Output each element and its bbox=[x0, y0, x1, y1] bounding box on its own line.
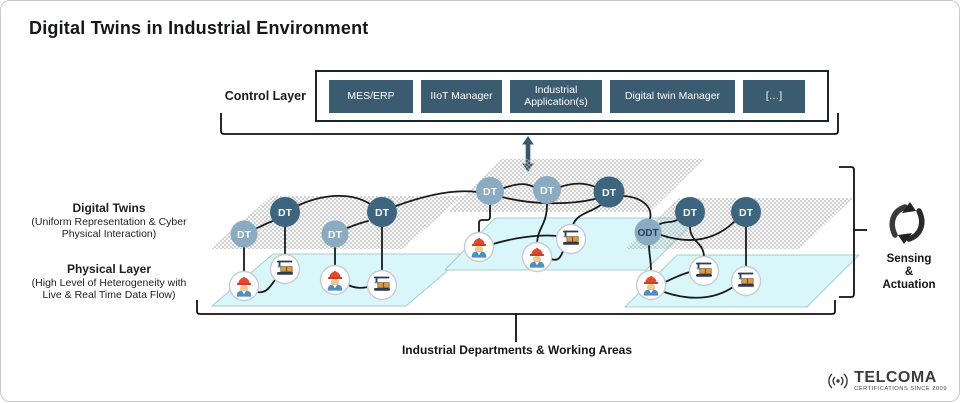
dt-node-dark: DT bbox=[731, 197, 761, 227]
svg-text:DT: DT bbox=[375, 207, 390, 219]
physical-layer-subtitle-line1: (High Level of Heterogeneity with bbox=[31, 277, 187, 289]
digital-twins-subtitle-line1: (Uniform Representation & Cyber bbox=[31, 216, 187, 228]
sensing-line: Sensing bbox=[886, 253, 932, 265]
page-title: Digital Twins in Industrial Environment bbox=[29, 18, 369, 38]
svg-text:DT: DT bbox=[602, 187, 617, 199]
dt-node-light: DT bbox=[476, 177, 504, 205]
dt-node-light: DT bbox=[533, 176, 561, 204]
sensing-bracket bbox=[839, 166, 867, 298]
robot-icon bbox=[269, 253, 301, 285]
worker-icon bbox=[635, 269, 667, 301]
bottom-area-label: Industrial Departments & Working Areas bbox=[401, 343, 633, 357]
control-layer-box: MES/ERP IIoT Manager Industrial Applicat… bbox=[315, 70, 829, 122]
sensing-actuation-cycle-icon bbox=[889, 202, 925, 244]
svg-text:DT: DT bbox=[739, 207, 754, 219]
logo-tagline: CERTIFICATIONS SINCE 2009 bbox=[854, 386, 947, 392]
control-box-mes-erp: MES/ERP bbox=[329, 79, 413, 113]
sensing-line: & bbox=[904, 266, 914, 278]
control-box-iiot-manager: IIoT Manager bbox=[421, 79, 502, 113]
physical-layer-label: Physical Layer (High Level of Heterogene… bbox=[9, 262, 209, 301]
dt-nodes: DT DT DT DT DT DT DT ODT DT DT bbox=[230, 176, 761, 248]
control-box-ellipsis: […] bbox=[743, 79, 805, 113]
radio-waves-icon bbox=[828, 373, 848, 389]
dt-node-dark: DT bbox=[367, 197, 397, 227]
control-layer-bracket bbox=[220, 113, 839, 135]
odt-node: ODT bbox=[634, 218, 662, 246]
svg-text:DT: DT bbox=[483, 186, 498, 198]
control-box-industrial-applications: Industrial Application(s) bbox=[510, 79, 602, 113]
logo-name: TELCOMA bbox=[854, 369, 937, 386]
robot-icon bbox=[366, 269, 398, 301]
svg-text:DT: DT bbox=[683, 207, 698, 219]
worker-icon bbox=[463, 231, 495, 263]
svg-text:ODT: ODT bbox=[637, 228, 658, 239]
robot-icon bbox=[555, 223, 587, 255]
physical-layer-subtitle-line2: Live & Real Time Data Flow) bbox=[42, 289, 176, 301]
worker-icon bbox=[228, 270, 260, 302]
sensing-actuation-label: Sensing & Actuation bbox=[867, 253, 951, 292]
bottom-bracket bbox=[196, 300, 836, 342]
dt-node-dark: DT bbox=[675, 197, 705, 227]
connector-lines bbox=[243, 182, 747, 299]
control-layer-label: Control Layer bbox=[224, 89, 306, 103]
robot-icon bbox=[730, 265, 762, 297]
svg-text:DT: DT bbox=[278, 207, 293, 219]
dt-node-dark: DT bbox=[270, 197, 300, 227]
physical-layer-title: Physical Layer bbox=[66, 262, 152, 276]
robot-icon bbox=[688, 255, 720, 287]
sensing-line: Actuation bbox=[882, 279, 936, 291]
dt-node-dark: DT bbox=[593, 176, 625, 208]
svg-text:DT: DT bbox=[328, 229, 343, 241]
digital-twins-subtitle-line2: Physical Interaction) bbox=[61, 228, 157, 240]
digital-twins-title: Digital Twins bbox=[72, 201, 146, 215]
digital-twins-layer-label: Digital Twins (Uniform Representation & … bbox=[9, 201, 209, 240]
svg-text:DT: DT bbox=[540, 185, 555, 197]
dt-node-light: DT bbox=[230, 220, 258, 248]
svg-text:DT: DT bbox=[237, 229, 252, 241]
worker-icon bbox=[521, 241, 553, 273]
dt-node-light: DT bbox=[321, 220, 349, 248]
control-box-digital-twin-manager: Digital twin Manager bbox=[610, 79, 735, 113]
telcoma-logo: TELCOMA CERTIFICATIONS SINCE 2009 bbox=[825, 368, 947, 394]
worker-icon bbox=[319, 264, 351, 296]
